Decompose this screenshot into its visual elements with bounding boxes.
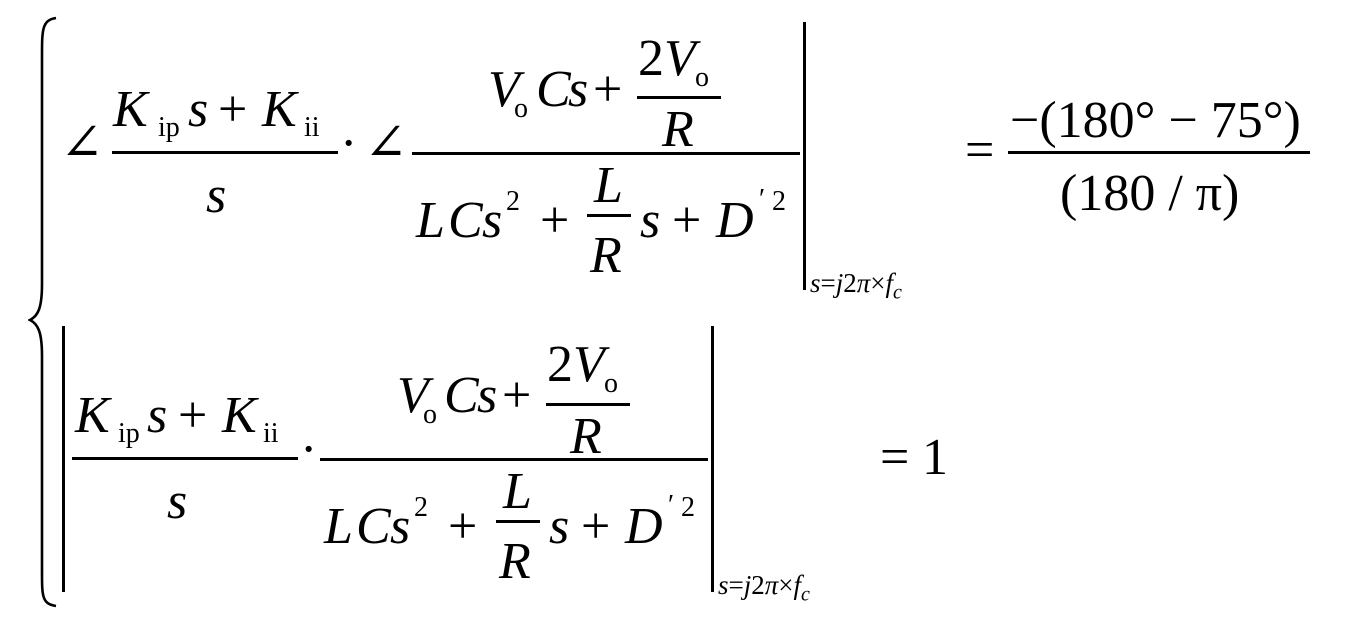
subscript-o: o <box>423 399 437 430</box>
evaluation-condition: s=j2π×fc <box>718 570 810 606</box>
r-symbol: R <box>662 101 694 158</box>
left-brace <box>28 16 57 608</box>
superscript-two: 2 <box>506 186 520 217</box>
equals-sign: = <box>880 429 910 486</box>
k-symbol: K <box>262 81 297 138</box>
l-symbol: L <box>594 157 623 214</box>
plus-sign: + <box>218 81 248 138</box>
absolute-value-bar-left <box>62 326 65 592</box>
r-symbol: R <box>570 408 602 465</box>
l-symbol: L <box>503 463 532 520</box>
fraction-bar <box>637 96 721 99</box>
s-symbol: s <box>206 167 227 224</box>
plus-sign: + <box>448 498 478 555</box>
k-symbol: K <box>222 387 257 444</box>
v-symbol: V <box>573 336 605 393</box>
s-symbol: s <box>390 498 411 555</box>
subscript-ii: ii <box>263 418 279 449</box>
plus-sign: + <box>502 367 532 424</box>
v-symbol: V <box>397 367 429 424</box>
s-symbol: s <box>188 81 209 138</box>
s-symbol: s <box>549 498 570 555</box>
v-symbol: V <box>664 30 696 87</box>
subscript-ip: ip <box>158 112 180 143</box>
s-symbol: s <box>482 192 503 249</box>
fraction-bar <box>112 151 338 154</box>
d-symbol: D <box>625 498 663 555</box>
plus-sign: + <box>672 192 702 249</box>
superscript-two: 2 <box>772 186 786 217</box>
r-symbol: R <box>499 533 531 590</box>
subscript-o: o <box>604 368 618 399</box>
dot-operator: · <box>300 421 318 478</box>
two-digit: 2 <box>547 336 573 393</box>
l-symbol: L <box>324 498 353 555</box>
evaluation-condition: s=j2π×fc <box>810 268 902 304</box>
c-symbol: C <box>356 498 391 555</box>
angle-symbol: ∠ <box>60 115 104 172</box>
rhs-numerator: −(180° − 75°) <box>1010 92 1301 149</box>
evaluation-bar <box>803 22 806 290</box>
fraction-bar <box>496 520 540 523</box>
plus-sign: + <box>540 192 570 249</box>
plus-sign: + <box>593 61 623 118</box>
s-symbol: s <box>167 473 188 530</box>
superscript-two: 2 <box>414 492 428 523</box>
rhs-value: 1 <box>922 429 948 486</box>
v-symbol: V <box>488 61 520 118</box>
angle-symbol: ∠ <box>364 115 408 172</box>
s-symbol: s <box>147 387 168 444</box>
prime-mark: ′ <box>668 490 675 521</box>
c-symbol: C <box>448 192 483 249</box>
subscript-o: o <box>514 93 528 124</box>
plus-sign: + <box>178 387 208 444</box>
fraction-bar <box>587 214 631 217</box>
r-symbol: R <box>590 227 622 284</box>
fraction-bar <box>412 152 800 155</box>
l-symbol: L <box>416 192 445 249</box>
fraction-bar <box>72 457 298 460</box>
subscript-o: o <box>695 62 709 93</box>
two-digit: 2 <box>638 30 664 87</box>
d-symbol: D <box>716 192 754 249</box>
fraction-bar <box>546 403 630 406</box>
fraction-bar <box>1008 151 1310 154</box>
k-symbol: K <box>113 81 148 138</box>
k-symbol: K <box>75 387 110 444</box>
fraction-bar <box>320 458 708 461</box>
s-symbol: s <box>568 61 589 118</box>
plus-sign: + <box>581 498 611 555</box>
c-symbol: C <box>444 367 479 424</box>
rhs-denominator: (180 / π) <box>1060 165 1240 222</box>
equals-sign: = <box>965 122 995 179</box>
s-symbol: s <box>477 367 498 424</box>
dot-operator: · <box>340 115 358 172</box>
superscript-two: 2 <box>681 492 695 523</box>
s-symbol: s <box>640 192 661 249</box>
subscript-ii: ii <box>304 112 320 143</box>
prime-mark: ′ <box>759 184 766 215</box>
absolute-value-bar-right <box>711 326 714 592</box>
subscript-ip: ip <box>118 418 140 449</box>
c-symbol: C <box>536 61 571 118</box>
